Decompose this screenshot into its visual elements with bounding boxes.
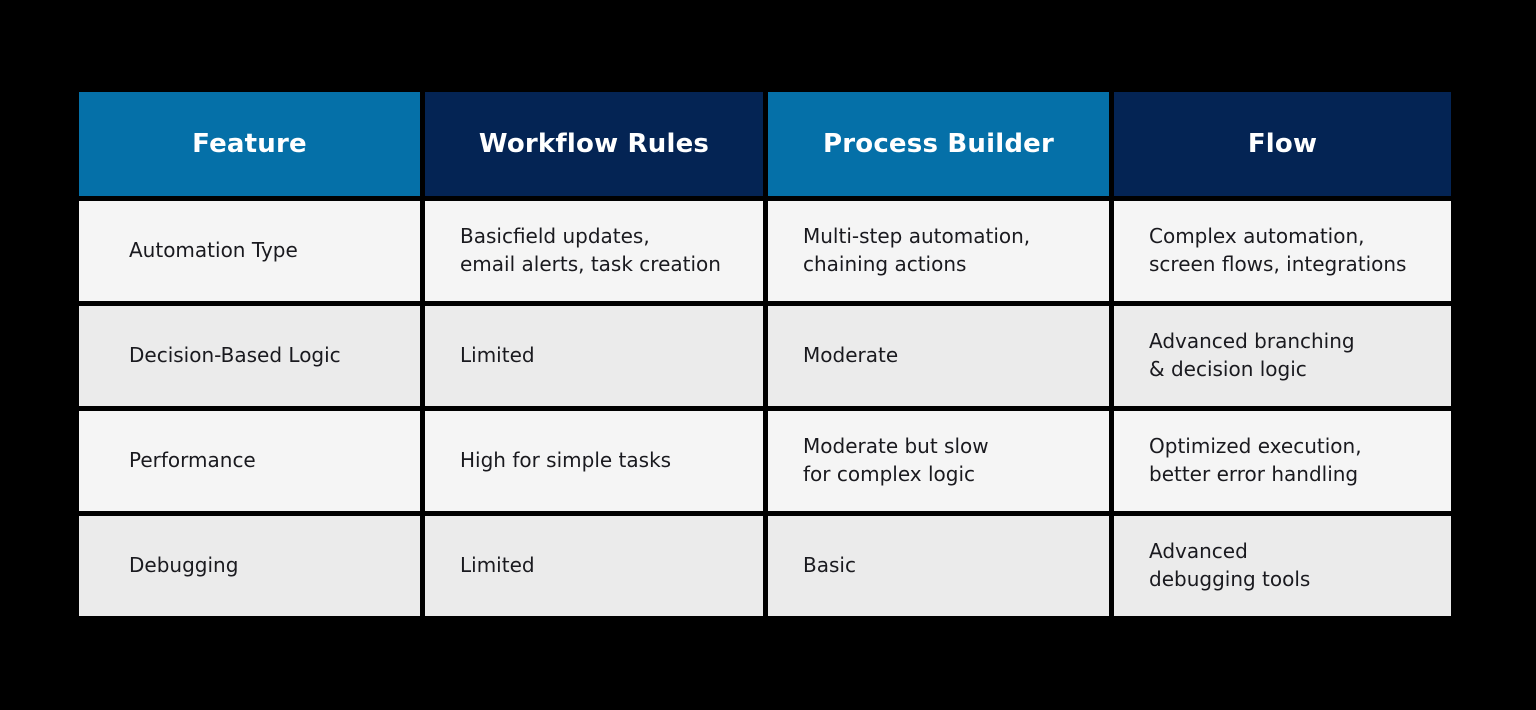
- table-cell-feature: Debugging: [79, 516, 420, 617]
- cell-text: Basic: [803, 553, 856, 578]
- table-header-row: Feature Workflow Rules Process Builder F…: [79, 92, 1456, 196]
- table-cell-feature: Performance: [79, 411, 420, 512]
- cell-text: Limited: [460, 343, 535, 368]
- cell-text: Decision-Based Logic: [129, 343, 341, 368]
- cell-text: Automation Type: [129, 238, 298, 263]
- table-cell-workflow-rules: High for simple tasks: [425, 411, 763, 512]
- table-cell-flow: Optimized execution, better error handli…: [1114, 411, 1451, 512]
- column-header-label: Workflow Rules: [478, 128, 710, 159]
- column-header-label: Feature: [192, 128, 307, 159]
- table-cell-flow: Advanced debugging tools: [1114, 516, 1451, 617]
- table-row: Performance High for simple tasks Modera…: [79, 411, 1456, 512]
- table-cell-flow: Complex automation, screen flows, integr…: [1114, 200, 1451, 301]
- table-cell-process-builder: Basic: [768, 516, 1109, 617]
- cell-text: Limited: [460, 553, 535, 578]
- column-header-label: Process Builder: [822, 128, 1054, 159]
- cell-text: Performance: [129, 448, 256, 473]
- cell-text: Optimized execution, better error handli…: [1149, 434, 1362, 486]
- table-row: Debugging Limited Basic Advanced debuggi…: [79, 516, 1456, 617]
- table-cell-workflow-rules: Limited: [425, 305, 763, 406]
- column-header-feature: Feature: [79, 92, 420, 196]
- table-cell-workflow-rules: Basicfield updates, email alerts, task c…: [425, 200, 763, 301]
- cell-text: Advanced debugging tools: [1149, 539, 1311, 592]
- table-cell-process-builder: Moderate but slow for complex logic: [768, 411, 1109, 512]
- column-header-flow: Flow: [1114, 92, 1451, 196]
- table-cell-process-builder: Moderate: [768, 305, 1109, 406]
- cell-text: Complex automation, screen flows, integr…: [1149, 224, 1407, 276]
- table-row: Decision-Based Logic Limited Moderate Ad…: [79, 305, 1456, 406]
- cell-text: Debugging: [129, 553, 239, 578]
- cell-text: Moderate: [803, 343, 899, 368]
- cell-text: Multi-step automation, chaining actions: [803, 224, 1031, 276]
- table-cell-feature: Decision-Based Logic: [79, 305, 420, 406]
- column-header-process-builder: Process Builder: [768, 92, 1109, 196]
- cell-text: Basicfield updates, email alerts, task c…: [460, 224, 721, 276]
- column-header-label: Flow: [1247, 128, 1318, 159]
- table-cell-process-builder: Multi-step automation, chaining actions: [768, 200, 1109, 301]
- cell-text: Advanced branching & decision logic: [1149, 329, 1355, 381]
- cell-text: High for simple tasks: [460, 448, 672, 473]
- table-cell-workflow-rules: Limited: [425, 516, 763, 617]
- comparison-table: Feature Workflow Rules Process Builder F…: [79, 92, 1456, 617]
- table-row: Automation Type Basicfield updates, emai…: [79, 200, 1456, 301]
- table-cell-flow: Advanced branching & decision logic: [1114, 305, 1451, 406]
- column-header-workflow-rules: Workflow Rules: [425, 92, 763, 196]
- table-cell-feature: Automation Type: [79, 200, 420, 301]
- cell-text: Moderate but slow for complex logic: [803, 434, 989, 486]
